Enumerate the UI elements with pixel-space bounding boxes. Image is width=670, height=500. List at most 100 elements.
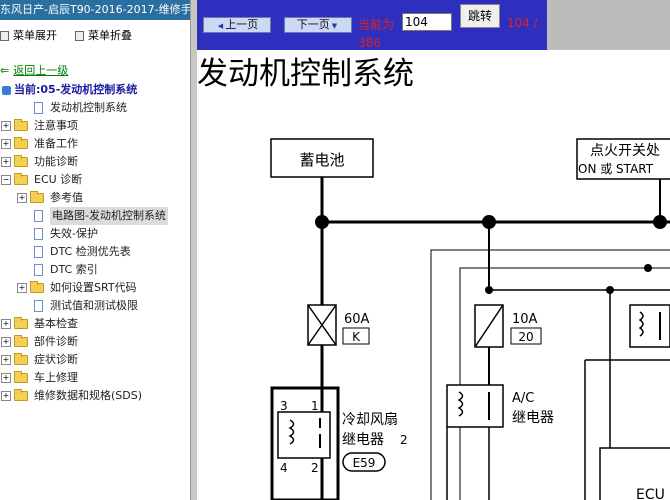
fuse2-code-box xyxy=(510,327,542,345)
junction-dot xyxy=(644,264,652,272)
tree-item[interactable]: + 基本检查 xyxy=(0,315,190,333)
diagram-title: 发动机控制系统 xyxy=(197,56,414,92)
page-count-text: 104 / xyxy=(507,16,538,30)
relay1-name-1: 冷却风扇 xyxy=(342,412,398,428)
tree-item-label: ECU 诊断 xyxy=(34,173,83,186)
expand-icon[interactable]: + xyxy=(1,373,11,383)
folder-icon xyxy=(14,137,28,149)
tree-item[interactable]: + 准备工作 xyxy=(0,135,190,153)
ignition-label-1: 点火开关处 xyxy=(590,143,660,159)
fuse-block-outline xyxy=(430,249,670,500)
tree-item[interactable]: + 如何设置SRT代码 xyxy=(0,279,190,297)
tree-item[interactable]: 失效-保护 xyxy=(0,225,190,243)
tree-item-label: 注意事项 xyxy=(34,119,78,132)
relay2-name-1: A/C xyxy=(512,391,534,406)
expand-icon[interactable]: + xyxy=(1,391,11,401)
tree-item-label: 准备工作 xyxy=(34,137,78,150)
junction-dot xyxy=(606,286,614,294)
tree-item[interactable]: DTC 索引 xyxy=(0,261,190,279)
window-title: 东风日产-启辰T90-2016-2017-维修手册 xyxy=(0,0,190,20)
pin-4: 4 xyxy=(280,461,288,475)
current-page-label: 当前为 xyxy=(358,18,395,32)
total-pages-text: 386 xyxy=(358,36,381,50)
fuse2-code: 20 xyxy=(518,330,533,344)
tree-item-label: 功能诊断 xyxy=(34,155,78,168)
tree-item[interactable]: 测试值和测试极限 xyxy=(0,297,190,315)
panel-splitter[interactable] xyxy=(190,0,197,500)
fuse1-amp: 60A xyxy=(344,312,370,327)
pin-1: 1 xyxy=(311,399,319,413)
relay1-connector: E59 xyxy=(353,456,376,470)
document-icon xyxy=(34,228,43,240)
junction-dot xyxy=(485,286,493,294)
tree-item[interactable]: + 车上修理 xyxy=(0,369,190,387)
document-icon xyxy=(34,102,43,114)
next-page-button[interactable]: 下一页▼ xyxy=(284,17,352,33)
tree-item[interactable]: +维修数据和规格(SDS) xyxy=(0,387,190,405)
tree-item[interactable]: + 症状诊断 xyxy=(0,351,190,369)
tree-item[interactable]: − ECU 诊断 xyxy=(0,171,190,189)
folder-icon xyxy=(14,173,28,185)
expand-menu-button[interactable]: 菜单展开 xyxy=(0,27,57,43)
triangle-left-icon: ◀ xyxy=(217,22,224,30)
current-section: 当前:05-发动机控制系统 xyxy=(2,81,137,97)
tree-item-label: 部件诊断 xyxy=(34,335,78,348)
page-number-input[interactable] xyxy=(402,13,452,31)
collapse-icon[interactable]: − xyxy=(1,175,11,185)
folder-icon xyxy=(14,335,28,347)
expand-icon[interactable]: + xyxy=(1,139,11,149)
ignition-relay xyxy=(629,304,670,348)
collapse-menu-button[interactable]: 菜单折叠 xyxy=(75,27,132,43)
book-icon xyxy=(2,85,11,95)
expand-icon[interactable]: + xyxy=(17,193,27,203)
pin-3: 3 xyxy=(280,399,288,413)
document-icon xyxy=(34,210,43,222)
relay1-number: 2 xyxy=(400,433,408,447)
tree-item-label: DTC 索引 xyxy=(50,263,98,276)
fuse2-amp: 10A xyxy=(512,312,538,327)
expand-icon[interactable]: + xyxy=(1,355,11,365)
tree-item-label: 车上修理 xyxy=(34,371,78,384)
tree-item[interactable]: 发动机控制系统 xyxy=(0,99,190,117)
expand-menu-label: 菜单展开 xyxy=(13,29,57,42)
relay1-name-2: 继电器 xyxy=(342,432,384,448)
folder-icon xyxy=(30,191,44,203)
tree-item-label: 基本检查 xyxy=(34,317,78,330)
expand-icon[interactable]: + xyxy=(1,157,11,167)
tree-item-label: 症状诊断 xyxy=(34,353,78,366)
tree-item[interactable]: 电路图-发动机控制系统 xyxy=(0,207,190,225)
prev-page-button[interactable]: ◀上一页 xyxy=(203,17,271,33)
expand-icon[interactable]: + xyxy=(1,319,11,329)
ac-relay xyxy=(446,384,504,428)
tree-item-label: 如何设置SRT代码 xyxy=(50,281,137,294)
tree-item[interactable]: + 部件诊断 xyxy=(0,333,190,351)
pin-2: 2 xyxy=(311,461,319,475)
ecu-label: ECU xyxy=(636,487,665,500)
tree-item[interactable]: + 功能诊断 xyxy=(0,153,190,171)
tree-item[interactable]: DTC 检测优先表 xyxy=(0,243,190,261)
expand-icon[interactable]: + xyxy=(1,337,11,347)
document-icon xyxy=(34,300,43,312)
folder-icon xyxy=(14,317,28,329)
expand-icon[interactable]: + xyxy=(1,121,11,131)
toolbar-filler xyxy=(547,0,670,50)
triangle-right-icon: ▼ xyxy=(331,22,338,30)
tree-item-label: 发动机控制系统 xyxy=(50,101,127,114)
document-icon xyxy=(34,264,43,276)
tree-item-label: 参考值 xyxy=(50,191,83,204)
ecu-box xyxy=(599,447,670,500)
fuse1-code: K xyxy=(352,330,361,344)
folder-icon xyxy=(30,281,44,293)
expand-icon[interactable]: + xyxy=(17,283,27,293)
tree-item-label: DTC 检测优先表 xyxy=(50,245,131,258)
tree-item[interactable]: + 注意事项 xyxy=(0,117,190,135)
jump-button[interactable]: 跳转 xyxy=(460,4,500,28)
document-icon xyxy=(34,246,43,258)
menu-icon xyxy=(75,31,84,41)
up-level-link[interactable]: ⇐返回上一级 xyxy=(0,62,68,78)
fuse1-code-box xyxy=(342,327,370,345)
tree-item[interactable]: + 参考值 xyxy=(0,189,190,207)
up-level-label: 返回上一级 xyxy=(13,64,69,77)
tree-item-label: 电路图-发动机控制系统 xyxy=(50,207,168,225)
folder-icon xyxy=(14,155,28,167)
